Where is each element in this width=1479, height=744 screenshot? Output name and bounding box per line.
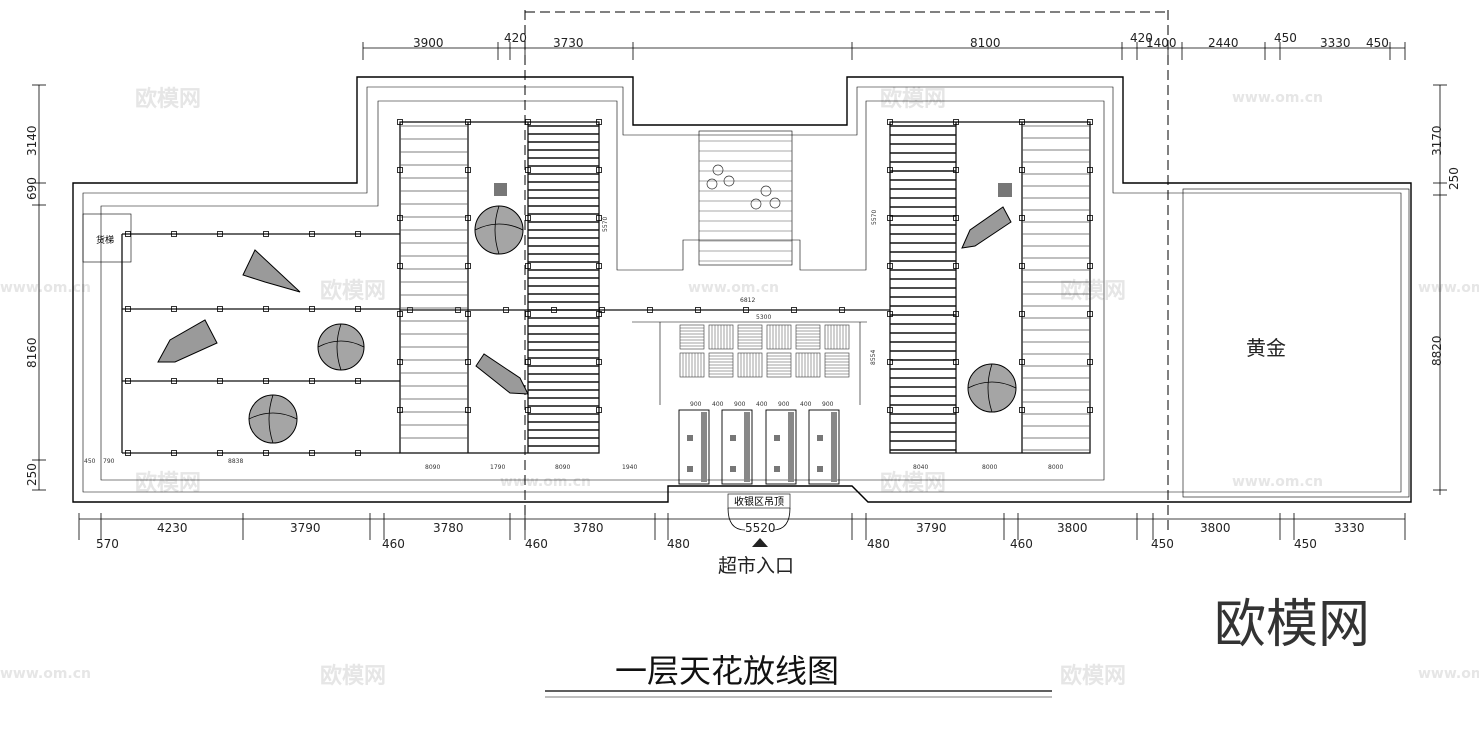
top-dimensions: 3900 420 3730 8100 420 1400 2440 450 333… bbox=[413, 31, 1389, 50]
dim-text: 900 bbox=[690, 401, 702, 408]
dim-text: 5520 bbox=[745, 521, 776, 535]
entrance-label: 超市入口 bbox=[718, 555, 794, 577]
watermark-url: www.om.cn bbox=[1418, 666, 1479, 682]
storage-room-label: 货梯 bbox=[96, 234, 114, 246]
dim-text: 8090 bbox=[555, 464, 570, 471]
dim-text: 6812 bbox=[740, 297, 755, 304]
center-stair-grid bbox=[698, 130, 793, 266]
dim-text: 450 bbox=[84, 458, 96, 465]
gold-zone-label: 黄金 bbox=[1246, 336, 1286, 360]
dim-text: 900 bbox=[822, 401, 834, 408]
dim-text: 480 bbox=[667, 537, 690, 551]
watermark-url: www.om.cn bbox=[1418, 280, 1479, 296]
dim-text: 420 bbox=[1130, 31, 1153, 45]
entrance-area: 收银区吊顶 超市入口 bbox=[718, 493, 794, 577]
dim-text: 2440 bbox=[1208, 36, 1239, 50]
dim-text: 8820 bbox=[1430, 335, 1444, 366]
dim-text: 8000 bbox=[982, 464, 997, 471]
watermark-brand: 欧模网 bbox=[880, 86, 946, 112]
drawing-title: 一层天花放线图 bbox=[615, 652, 839, 690]
dim-text: 1940 bbox=[622, 464, 637, 471]
watermark-url: www.om.cn bbox=[500, 474, 591, 490]
dim-text: 3790 bbox=[916, 521, 947, 535]
dim-text: 460 bbox=[1010, 537, 1033, 551]
dim-text: 4230 bbox=[157, 521, 188, 535]
dim-text: 450 bbox=[1366, 36, 1389, 50]
dim-text: 3170 bbox=[1430, 125, 1444, 156]
dim-text: 460 bbox=[525, 537, 548, 551]
cashier-ceiling-label: 收银区吊顶 bbox=[734, 495, 784, 508]
watermark-url: www.om.cn bbox=[0, 280, 91, 296]
dim-text: 400 bbox=[756, 401, 768, 408]
drawing-title-block: 一层天花放线图 bbox=[545, 652, 1052, 698]
watermark-url: www.om.cn bbox=[688, 280, 779, 296]
watermark-brand: 欧模网 bbox=[135, 86, 201, 112]
dim-text: 570 bbox=[96, 537, 119, 551]
dim-text: 3800 bbox=[1057, 521, 1088, 535]
watermark-url: www.om.cn bbox=[1232, 474, 1323, 490]
dashed-axis-lines bbox=[524, 10, 1169, 530]
left-dimensions: 3140 690 8160 250 bbox=[25, 125, 39, 486]
inner-dimensions: 8090 1790 8090 1940 8040 8000 8000 5300 … bbox=[84, 210, 1063, 471]
bottom-dimensions-upper: 4230 3790 3780 3780 5520 3790 3800 3800 … bbox=[157, 521, 1365, 535]
dim-text: 8838 bbox=[228, 458, 243, 465]
dim-text: 250 bbox=[25, 463, 39, 486]
dim-text: 690 bbox=[25, 177, 39, 200]
bottom-dimensions-lower: 570 460 460 480 480 460 450 450 bbox=[96, 537, 1317, 551]
gold-zone-room bbox=[1182, 188, 1410, 498]
dim-text: 900 bbox=[778, 401, 790, 408]
dim-text: 400 bbox=[800, 401, 812, 408]
watermark-brand: 欧模网 bbox=[135, 470, 201, 496]
watermark-layer: 欧模网 欧模网 www.om.cn 欧模网 欧模网 www.om.cn www.… bbox=[0, 86, 1479, 689]
dim-text: 8000 bbox=[1048, 464, 1063, 471]
dim-text: 3780 bbox=[433, 521, 464, 535]
left-block-strips bbox=[397, 119, 602, 454]
dim-text: 3730 bbox=[553, 36, 584, 50]
dim-text: 420 bbox=[504, 31, 527, 45]
watermark-brand: 欧模网 bbox=[1060, 663, 1126, 689]
entrance-arrow-icon bbox=[752, 538, 768, 547]
dim-text: 8554 bbox=[870, 350, 877, 365]
dim-text: 1400 bbox=[1146, 36, 1177, 50]
outer-walls: 货梯 黄金 bbox=[72, 76, 1412, 503]
watermark-brand: 欧模网 bbox=[320, 278, 386, 304]
watermark-url: www.om.cn bbox=[1232, 90, 1323, 106]
storage-room-box bbox=[82, 213, 132, 263]
dim-text: 3900 bbox=[413, 36, 444, 50]
dim-text: 5570 bbox=[871, 210, 878, 225]
dim-text: 8160 bbox=[25, 337, 39, 368]
center-corridor bbox=[400, 309, 890, 485]
dim-text: 1790 bbox=[490, 464, 505, 471]
dim-text: 3140 bbox=[25, 125, 39, 156]
dim-text: 450 bbox=[1274, 31, 1297, 45]
watermark-brand: 欧模网 bbox=[320, 663, 386, 689]
dim-text: 480 bbox=[867, 537, 890, 551]
dim-text: 450 bbox=[1151, 537, 1174, 551]
dim-text: 450 bbox=[1294, 537, 1317, 551]
dim-text: 8040 bbox=[913, 464, 928, 471]
dim-text: 5570 bbox=[602, 217, 609, 232]
dim-text: 900 bbox=[734, 401, 746, 408]
dimension-lines bbox=[32, 42, 1447, 540]
dim-text: 3330 bbox=[1334, 521, 1365, 535]
dim-text: 400 bbox=[712, 401, 724, 408]
dim-text: 3330 bbox=[1320, 36, 1351, 50]
watermark-url: www.om.cn bbox=[0, 666, 91, 682]
dim-text: 460 bbox=[382, 537, 405, 551]
watermark-brand: 欧模网 bbox=[880, 470, 946, 496]
left-hall-ceiling-grid bbox=[121, 231, 845, 456]
dim-text: 8100 bbox=[970, 36, 1001, 50]
dim-text: 790 bbox=[103, 458, 115, 465]
dim-text: 3790 bbox=[290, 521, 321, 535]
dim-text: 3800 bbox=[1200, 521, 1231, 535]
dim-text: 5300 bbox=[756, 314, 771, 321]
dim-text: 250 bbox=[1447, 167, 1461, 190]
right-dimensions: 3170 250 8820 bbox=[1430, 125, 1461, 366]
right-block-strips bbox=[887, 119, 1093, 454]
brand-logo: 欧模网 bbox=[1214, 595, 1370, 655]
dim-text: 8090 bbox=[425, 464, 440, 471]
dim-text: 3780 bbox=[573, 521, 604, 535]
